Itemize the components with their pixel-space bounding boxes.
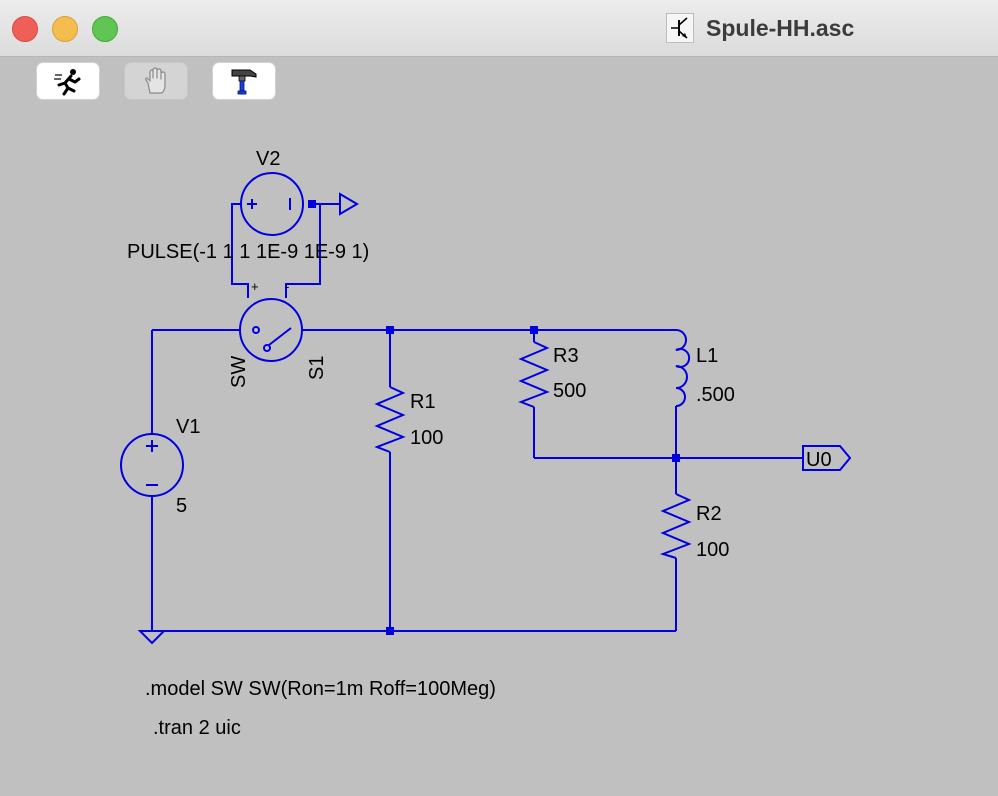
r2-ref-label: R2 <box>696 503 722 525</box>
minimize-window-button[interactable] <box>52 16 78 42</box>
s1-minus-label: - <box>285 279 289 294</box>
s1-plus-label: + <box>251 279 259 294</box>
ground-symbol <box>137 630 167 645</box>
v2-source[interactable] <box>240 172 304 236</box>
l1-value-label: .500 <box>696 384 735 406</box>
v2-ref-label: V2 <box>256 148 280 170</box>
s1-model-label: SW <box>228 356 250 388</box>
l1-inductor[interactable] <box>675 329 691 407</box>
l1-ref-label: L1 <box>696 345 718 367</box>
zoom-window-button[interactable] <box>92 16 118 42</box>
s1-ref-label: S1 <box>306 356 328 380</box>
halt-button[interactable] <box>124 62 188 100</box>
schematic-canvas[interactable]: V2 PULSE(-1 1 1 1E-9 1E-9 1) + - SW S1 V… <box>0 57 998 796</box>
v1-ref-label: V1 <box>176 416 200 438</box>
hammer-icon <box>231 69 257 95</box>
u0-net-label: U0 <box>806 449 832 471</box>
wires <box>151 203 803 632</box>
u0-net-flag[interactable] <box>802 445 852 471</box>
v2-ground-arrow <box>339 192 359 216</box>
junction-dots <box>308 200 680 635</box>
r3-resistor[interactable] <box>518 341 550 408</box>
window-title-group: Spule-HH.asc <box>666 10 854 46</box>
r2-resistor[interactable] <box>659 493 692 559</box>
r2-value-label: 100 <box>696 539 729 561</box>
r1-resistor[interactable] <box>374 386 406 453</box>
title-bar: Spule-HH.asc <box>0 0 998 57</box>
r3-value-label: 500 <box>553 380 586 402</box>
hammer-button[interactable] <box>212 62 276 100</box>
r1-ref-label: R1 <box>410 391 436 413</box>
v1-value-label: 5 <box>176 495 187 517</box>
s1-switch[interactable] <box>239 298 303 362</box>
run-icon <box>54 69 81 96</box>
model-directive[interactable]: .model SW SW(Ron=1m Roff=100Meg) <box>145 678 496 700</box>
r1-value-label: 100 <box>410 427 443 449</box>
window-title: Spule-HH.asc <box>706 14 855 41</box>
v2-value-label: PULSE(-1 1 1 1E-9 1E-9 1) <box>127 241 369 263</box>
close-window-button[interactable] <box>12 16 38 42</box>
run-button[interactable] <box>36 62 100 100</box>
r3-ref-label: R3 <box>553 345 579 367</box>
schematic-document-icon <box>666 13 694 43</box>
tran-directive[interactable]: .tran 2 uic <box>153 717 241 739</box>
v1-source[interactable] <box>120 433 184 497</box>
hand-icon <box>145 67 166 94</box>
